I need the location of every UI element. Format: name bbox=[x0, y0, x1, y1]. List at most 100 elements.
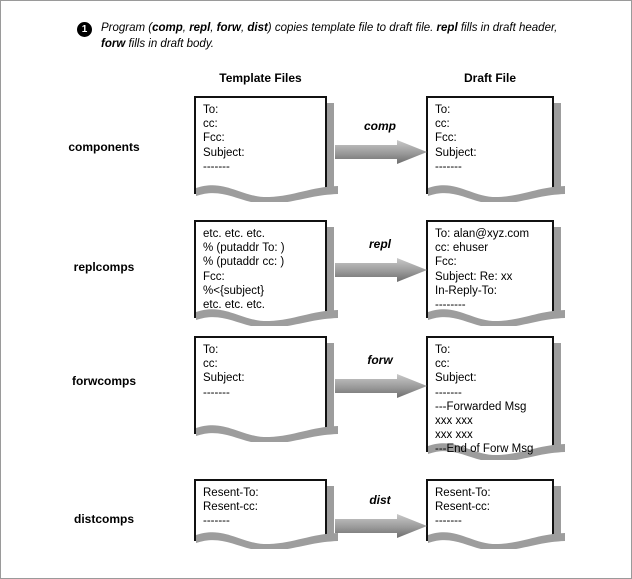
text-line: cc: bbox=[203, 118, 218, 131]
draft-box-sheet bbox=[426, 479, 554, 541]
caption-part-2: ) copies template file to draft file. bbox=[267, 22, 437, 34]
text-line: -------- bbox=[435, 299, 466, 312]
template-box-torn-edge bbox=[196, 523, 338, 552]
template-box-sheet bbox=[194, 96, 327, 194]
template-box-sheet bbox=[194, 479, 327, 541]
text-line: Resent-To: bbox=[435, 487, 491, 499]
text-line: ------- bbox=[203, 160, 230, 173]
text-line: xxx xxx bbox=[435, 415, 473, 428]
text-line: Resent-cc: bbox=[203, 501, 258, 514]
text-line: cc: bbox=[435, 358, 450, 371]
text-line: ------- bbox=[435, 386, 462, 399]
draft-box-torn-edge bbox=[428, 523, 565, 552]
draft-box-sheet bbox=[426, 96, 554, 194]
row-label-replcomps: replcomps bbox=[73, 260, 135, 274]
template-box-lines: etc. etc. etc. % (putaddr To: )% (putaddr… bbox=[203, 227, 321, 312]
flow-arrow bbox=[335, 514, 427, 540]
text-line: etc. etc. etc. bbox=[203, 228, 265, 240]
text-line: In-Reply-To: bbox=[435, 284, 497, 297]
text-line: Resent-cc: bbox=[435, 501, 490, 514]
draft-box: To: cc:Fcc:Subject:------- bbox=[426, 96, 565, 205]
caption-sep-2: , bbox=[210, 22, 217, 34]
text-line: % (putaddr To: ) bbox=[203, 242, 285, 255]
draft-box-torn-edge bbox=[428, 300, 565, 329]
caption-program-dist: dist bbox=[247, 22, 268, 34]
caption-text: Program (comp, repl, forw, dist) copies … bbox=[101, 21, 577, 52]
figure-caption: 1 Program (comp, repl, forw, dist) copie… bbox=[77, 21, 577, 52]
template-box-sheet bbox=[194, 336, 327, 434]
text-line: ------- bbox=[435, 160, 462, 173]
text-line: ------- bbox=[203, 515, 230, 528]
draft-box-torn-edge bbox=[428, 176, 565, 205]
text-line: Fcc: bbox=[435, 132, 457, 145]
template-box-lines: Resent-To: Resent-cc:------- bbox=[203, 486, 321, 529]
text-line: ---Forwarded Msg bbox=[435, 400, 527, 413]
text-line: Subject: bbox=[435, 146, 477, 159]
text-line: Subject: bbox=[435, 372, 477, 385]
caption-sep-3: , bbox=[240, 22, 248, 34]
caption-sep-1: , bbox=[182, 22, 190, 34]
text-line: Subject: Re: xx bbox=[435, 270, 513, 283]
flow-arrow bbox=[335, 374, 427, 400]
template-box-lines: To: cc:Fcc:Subject:------- bbox=[203, 103, 321, 174]
text-line: Fcc: bbox=[203, 270, 225, 283]
draft-box-sheet bbox=[426, 336, 554, 452]
draft-box-sheet bbox=[426, 220, 554, 318]
text-line: Fcc: bbox=[203, 132, 225, 145]
text-line: cc: ehuser bbox=[435, 242, 489, 255]
text-line: Fcc: bbox=[435, 256, 457, 269]
text-line: % (putaddr cc: ) bbox=[203, 256, 285, 269]
template-box-torn-edge bbox=[196, 416, 338, 445]
row-label-components: components bbox=[68, 140, 140, 154]
template-box: To:cc:Subject:------- bbox=[194, 336, 338, 445]
flow-arrow bbox=[335, 140, 427, 166]
flow-arrow-label: forw bbox=[367, 353, 393, 367]
text-line: %<{subject} bbox=[203, 284, 265, 297]
draft-box-shadow bbox=[554, 486, 561, 537]
text-line: To: bbox=[203, 344, 219, 356]
template-box: etc. etc. etc. % (putaddr To: )% (putaddr… bbox=[194, 220, 338, 329]
template-box: To: cc:Fcc:Subject:------- bbox=[194, 96, 338, 205]
caption-program-repl-2: repl bbox=[436, 22, 458, 34]
text-line: Subject: bbox=[203, 146, 245, 159]
column-header-template-files: Template Files bbox=[219, 71, 302, 85]
caption-program-comp: comp bbox=[152, 22, 183, 34]
row-label-forwcomps: forwcomps bbox=[71, 374, 136, 388]
template-box-shadow bbox=[327, 343, 334, 430]
draft-box-lines: To: cc:Fcc:Subject:------- bbox=[435, 103, 548, 174]
flow-arrow-label: repl bbox=[368, 237, 391, 251]
template-box-torn-edge bbox=[196, 176, 338, 205]
draft-box-shadow bbox=[554, 343, 561, 448]
text-line: xxx xxx bbox=[435, 429, 473, 442]
text-line: Resent-To: bbox=[203, 487, 259, 499]
text-line: Subject: bbox=[203, 372, 245, 385]
draft-box-shadow bbox=[554, 227, 561, 314]
template-box-lines: To:cc:Subject:------- bbox=[203, 343, 321, 400]
text-line: To: bbox=[203, 104, 219, 116]
draft-box: Resent-To: Resent-cc:------- bbox=[426, 479, 565, 552]
template-box-sheet bbox=[194, 220, 327, 318]
text-line: ------- bbox=[435, 515, 462, 528]
template-box-shadow bbox=[327, 103, 334, 190]
caption-program-forw: forw bbox=[216, 22, 241, 34]
draft-box-lines: Resent-To: Resent-cc:------- bbox=[435, 486, 548, 529]
column-header-draft-file: Draft File bbox=[463, 71, 516, 85]
caption-part-3: fills in draft header, bbox=[457, 22, 558, 34]
caption-part-1: Program ( bbox=[101, 22, 153, 34]
text-line: ---End of Forw Msg bbox=[435, 443, 534, 456]
template-box-shadow bbox=[327, 227, 334, 314]
draft-box-torn-edge bbox=[428, 434, 565, 463]
caption-program-repl: repl bbox=[189, 22, 211, 34]
text-line: cc: bbox=[435, 118, 450, 131]
text-line: To: alan@xyz.com bbox=[435, 228, 530, 240]
text-line: cc: bbox=[203, 358, 218, 371]
text-line: To: bbox=[435, 104, 451, 116]
row-label-distcomps: distcomps bbox=[73, 512, 134, 526]
text-line: etc. etc. etc. bbox=[203, 299, 265, 312]
caption-program-forw-2: forw bbox=[101, 37, 126, 50]
